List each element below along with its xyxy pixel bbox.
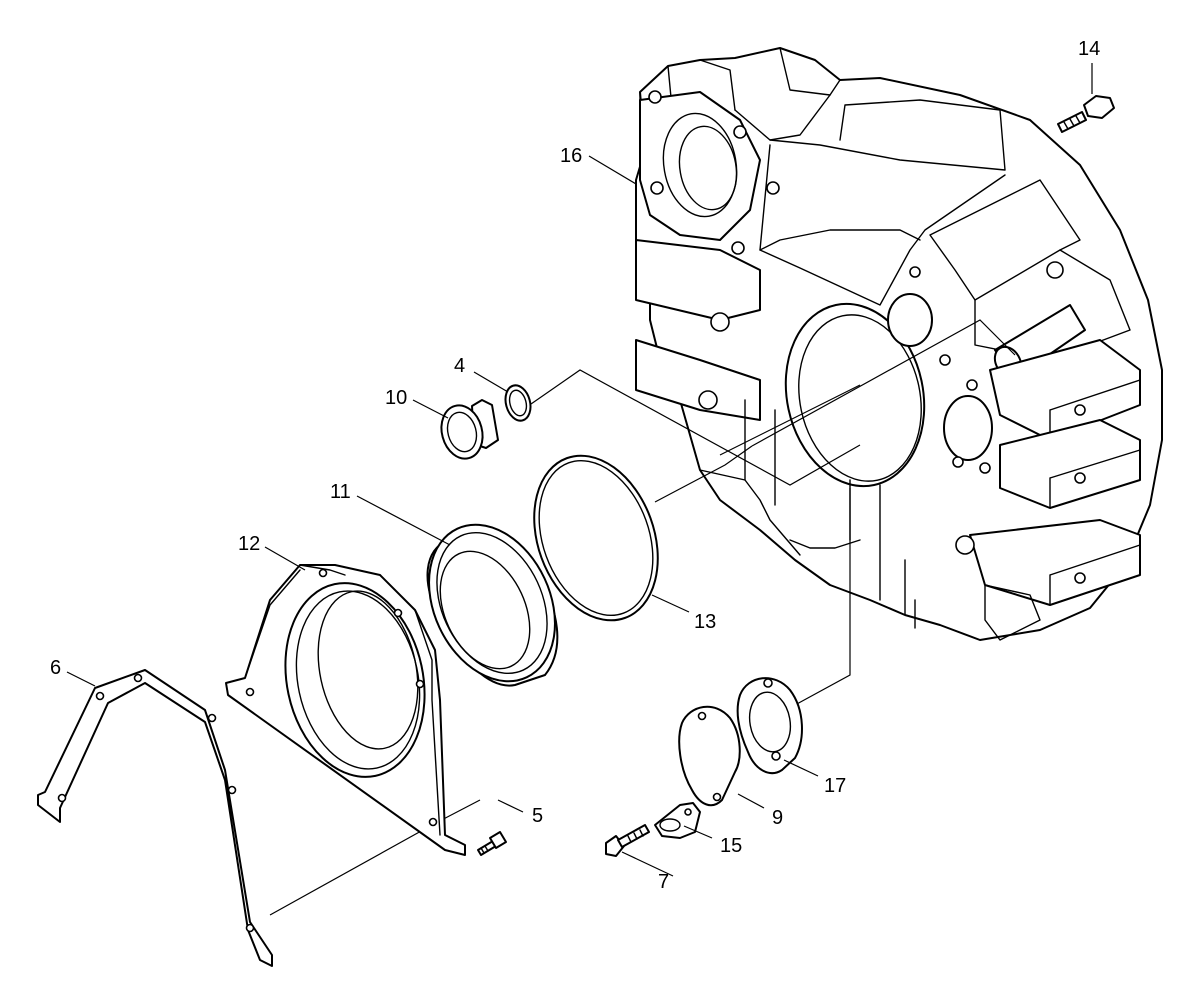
callout-14: 14 [1078,38,1100,60]
plug-part-10 [440,399,499,460]
callout-10: 10 [385,387,407,409]
bolt-part-5 [477,831,507,856]
callout-7: 7 [658,871,669,893]
seal-retainer-part-12 [225,564,466,856]
callout-15: 15 [720,835,742,857]
gasket-part-6 [37,669,273,967]
callout-17: 17 [824,775,846,797]
o-ring-part-4 [504,384,532,422]
cover-plate-part-9 [678,705,741,807]
bolt-part-14 [1057,95,1115,133]
callout-9: 9 [772,807,783,829]
callout-5: 5 [532,805,543,827]
assembly-axis-lines [269,319,1016,916]
callout-12: 12 [238,533,260,555]
callout-13: 13 [694,611,716,633]
callout-16: 16 [560,145,582,167]
large-o-ring-part-13 [533,454,659,622]
callout-labels: 4 10 11 12 6 5 7 15 9 17 13 14 16 [50,38,1100,893]
callout-4: 4 [454,355,465,377]
oil-seal-part-11 [426,523,559,687]
callout-11: 11 [330,481,351,503]
bracket-part-15 [654,802,701,839]
callout-leaders [66,63,1093,877]
bolt-part-7 [605,824,650,857]
callout-6: 6 [50,657,61,679]
flywheel-housing [635,47,1163,641]
cover-gasket-part-17 [736,677,803,775]
